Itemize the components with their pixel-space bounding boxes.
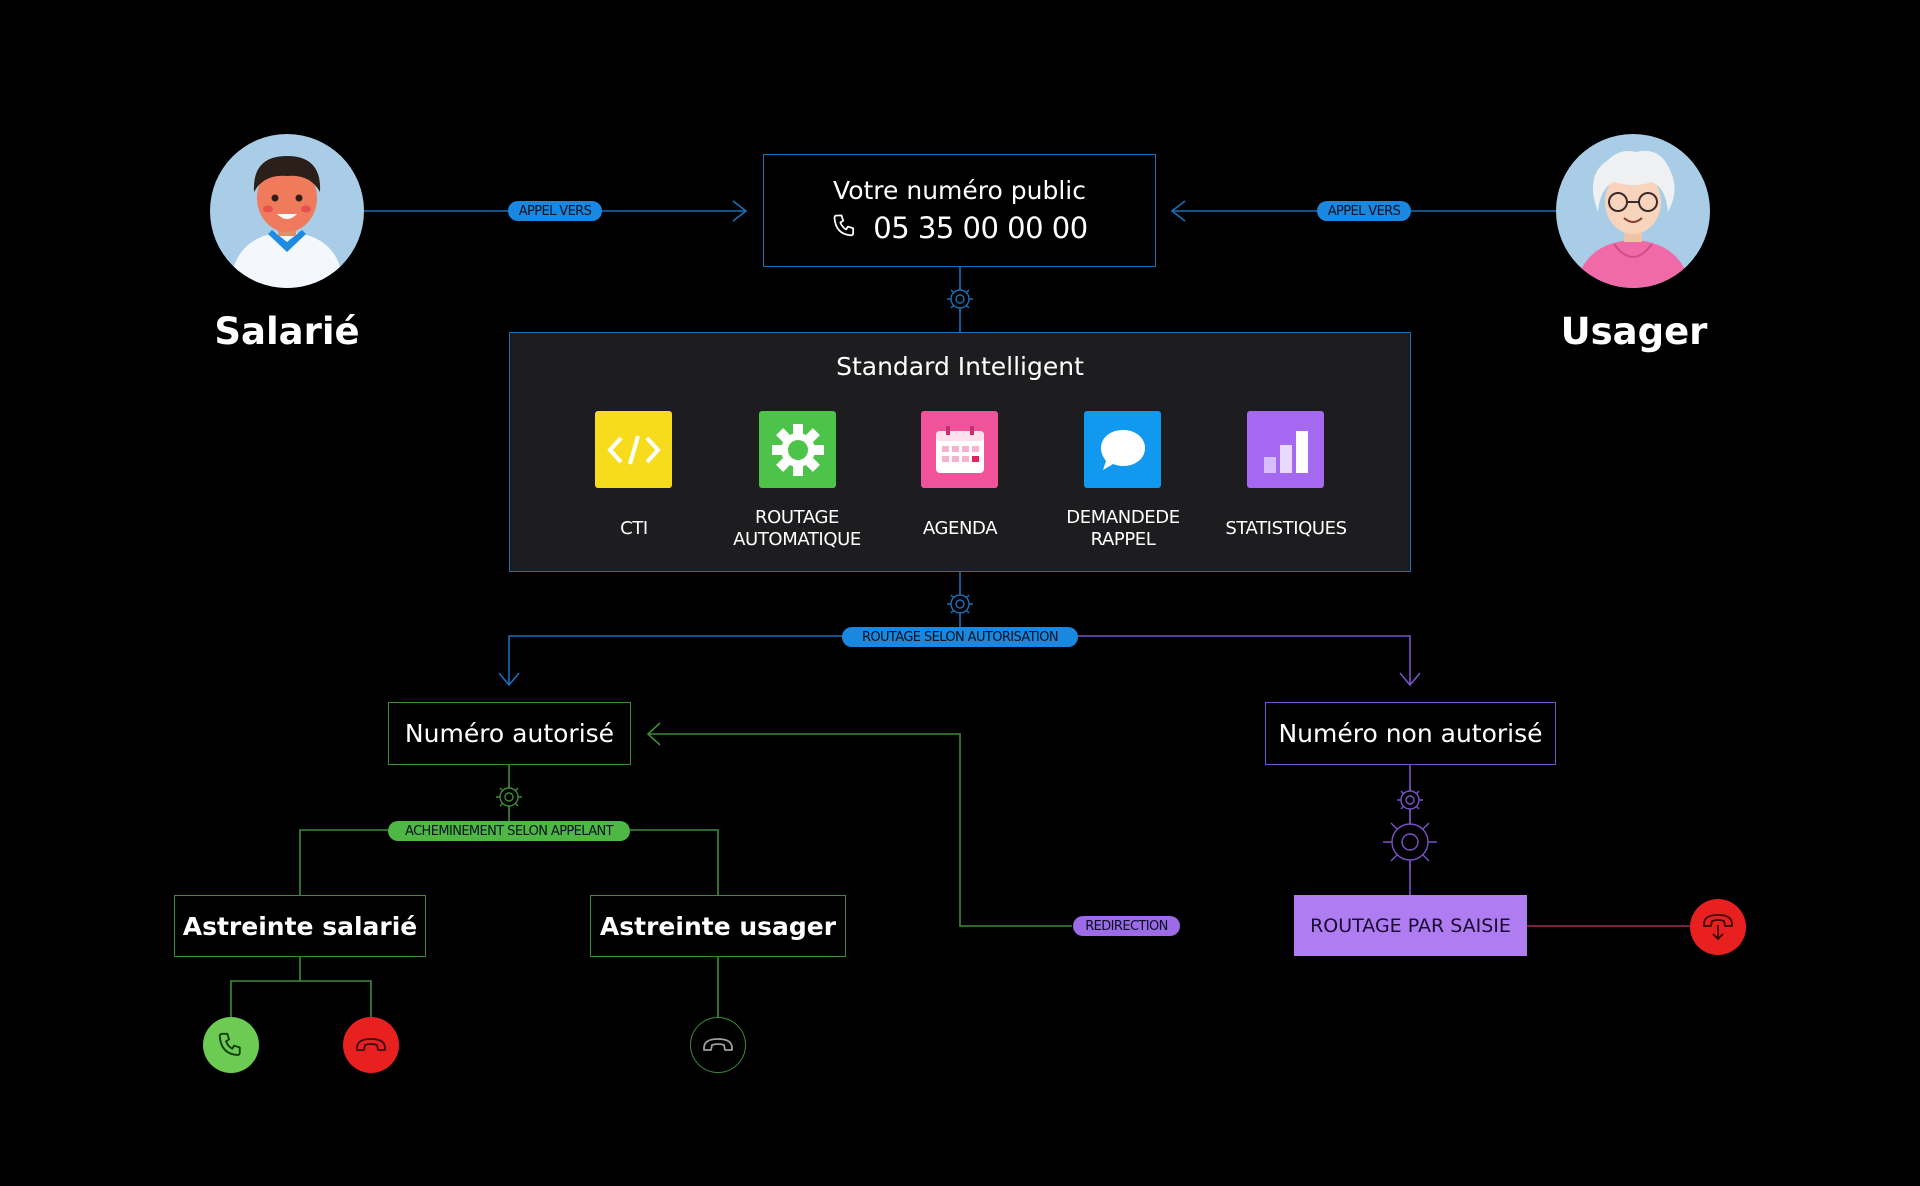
feature-label-agenda: AGENDA: [922, 518, 998, 539]
gear-icon: [1383, 815, 1437, 869]
gear-icon: [947, 286, 973, 312]
routing-by-caller-pill: ACHEMINEMENT SELON APPELANT: [388, 821, 630, 841]
smart-switchboard-title: Standard Intelligent: [836, 352, 1084, 381]
code-icon: [595, 411, 672, 488]
employee-on-call-node: Astreinte salarié: [174, 895, 426, 957]
call-reject-icon: [1690, 899, 1746, 955]
employee-avatar: [210, 134, 364, 288]
public-number-title: Votre numéro public: [833, 176, 1086, 205]
gear-icon: [1397, 787, 1423, 813]
feature-label-callback: DEMANDEDE RAPPEL: [1066, 507, 1180, 550]
phone-icon: [831, 212, 859, 244]
user-avatar: [1556, 134, 1710, 288]
call-to-pill-right: APPEL VERS: [1317, 201, 1411, 221]
authorized-number-node: Numéro autorisé: [388, 702, 631, 765]
feature-label-cti: CTI: [620, 518, 648, 539]
gear-icon: [496, 784, 522, 810]
user-label: Usager: [1560, 310, 1708, 353]
redirection-pill: REDIRECTION: [1073, 916, 1180, 936]
gear-icon: [947, 591, 973, 617]
routing-by-authorization-pill: ROUTAGE SELON AUTORISATION: [842, 627, 1078, 647]
chat-bubble-icon: [1084, 411, 1161, 488]
call-to-pill-left: APPEL VERS: [508, 201, 602, 221]
unauthorized-number-node: Numéro non autorisé: [1265, 702, 1556, 765]
bar-chart-icon: [1247, 411, 1324, 488]
call-hangup-icon: [690, 1017, 746, 1073]
calendar-icon: [921, 411, 998, 488]
public-number-value: 05 35 00 00 00: [873, 211, 1088, 245]
call-answer-icon: [203, 1017, 259, 1073]
feature-label-routing: ROUTAGE AUTOMATIQUE: [733, 507, 861, 550]
employee-label: Salarié: [214, 310, 360, 353]
call-hangup-icon: [343, 1017, 399, 1073]
feature-label-stats: STATISTIQUES: [1225, 518, 1347, 539]
input-routing-node: ROUTAGE PAR SAISIE: [1294, 895, 1527, 956]
gear-icon: [759, 411, 836, 488]
user-on-call-node: Astreinte usager: [590, 895, 846, 957]
public-number-box: Votre numéro public 05 35 00 00 00: [763, 154, 1156, 267]
